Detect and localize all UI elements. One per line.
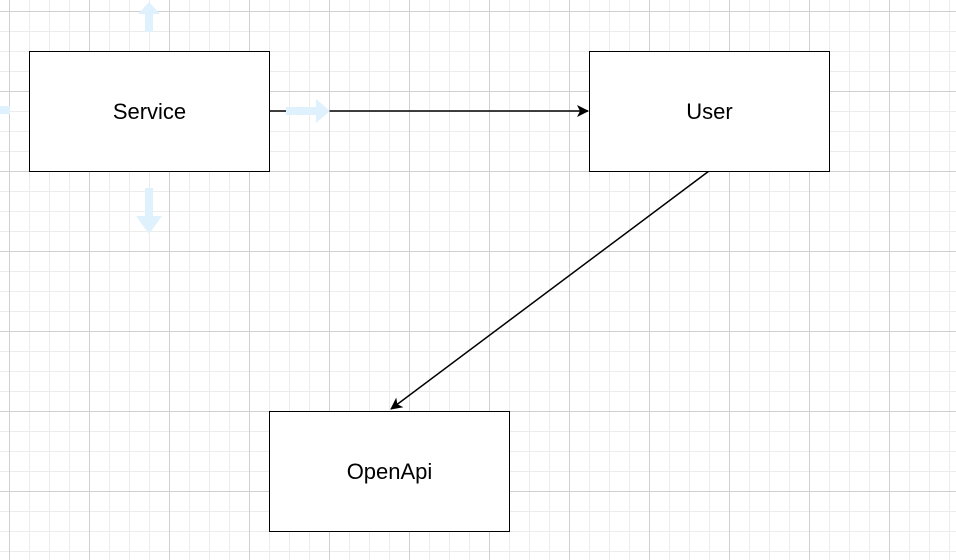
arrow-right-icon[interactable]: [284, 96, 332, 126]
node-user[interactable]: User: [589, 51, 830, 172]
node-service[interactable]: Service: [29, 51, 270, 172]
node-openapi-label: OpenApi: [346, 458, 433, 484]
arrow-up-icon[interactable]: [136, 0, 162, 34]
node-openapi[interactable]: OpenApi: [269, 411, 510, 532]
arrow-left-icon[interactable]: [0, 102, 12, 118]
node-user-label: User: [686, 98, 733, 124]
edge-user-to-openapi[interactable]: [390, 170, 710, 410]
arrow-down-icon[interactable]: [134, 186, 164, 236]
node-service-label: Service: [112, 98, 187, 124]
